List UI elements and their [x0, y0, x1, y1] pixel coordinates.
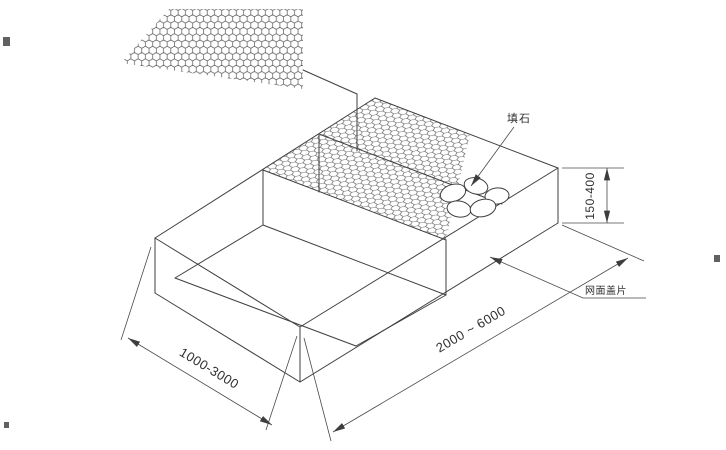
mesh-cover-label: 网面盖片: [585, 284, 627, 297]
dimension-line: [127, 337, 273, 426]
length-dimension-label: 2000 ~ 6000: [433, 303, 508, 356]
floor-edge-line: [174, 224, 264, 279]
lid-edge-line: [262, 169, 447, 241]
scan-artifact: [3, 37, 10, 46]
gabion-box: [154, 97, 559, 383]
hex-mesh-top-fill: [263, 98, 470, 240]
width-dimension: 1000-3000: [120, 246, 298, 431]
hex-mesh-sheet-fill: [121, 9, 303, 89]
leader-line: [470, 126, 515, 187]
sheet-fold-line: [302, 69, 358, 95]
floor-edge-line: [355, 294, 447, 347]
dimension-line: [332, 257, 629, 433]
box-edge-line: [299, 222, 559, 383]
floor-edge-line: [174, 277, 357, 347]
fill-stone-callout: 填石: [470, 111, 531, 187]
mesh-cover-callout: 网面盖片: [489, 256, 646, 299]
fill-stone-label: 填石: [507, 111, 531, 125]
box-edge-line: [154, 97, 376, 239]
scan-artifact: [714, 255, 720, 262]
length-dimension: 2000 ~ 6000: [303, 224, 645, 442]
extension-line: [303, 337, 332, 442]
extension-line: [120, 246, 152, 341]
scan-artifact: [4, 422, 9, 428]
divider-bottom-line: [262, 224, 447, 296]
extension-line: [561, 224, 645, 262]
leader-line: [489, 256, 646, 299]
width-dimension-label: 1000-3000: [177, 344, 242, 391]
extension-line: [265, 335, 298, 431]
box-edge-line: [154, 292, 301, 383]
scan-artifacts: [3, 37, 720, 428]
box-edge-line: [154, 237, 301, 328]
mesh-lid-sheet: [121, 9, 358, 152]
height-dimension: 150-400: [562, 167, 624, 224]
box-edge-line: [374, 97, 559, 169]
stone: [469, 198, 497, 218]
height-dimension-label: 150-400: [583, 172, 597, 220]
